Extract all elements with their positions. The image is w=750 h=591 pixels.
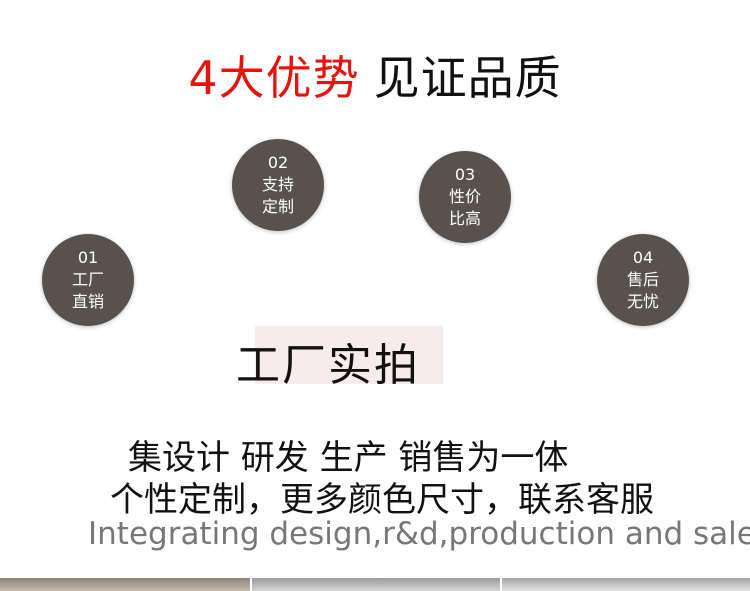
circle-line1: 性价 [448, 187, 481, 206]
circle-line2: 比高 [448, 209, 481, 228]
advantage-circle-2: 02 支持 定制 [232, 139, 324, 231]
circle-number: 02 [267, 153, 289, 172]
factory-title-highlight [255, 326, 443, 384]
factory-title: 工厂实拍 [236, 340, 420, 391]
circle-number: 03 [454, 165, 476, 184]
advantage-circle-1: 01 工厂 直销 [42, 234, 134, 326]
intro-line-english: Integrating design,r&d,production and sa… [88, 516, 750, 552]
circle-line2: 无忧 [626, 292, 659, 311]
circle-line1: 工厂 [71, 270, 104, 289]
circle-line1: 售后 [626, 270, 659, 289]
advantage-circle-3: 03 性价 比高 [419, 151, 511, 243]
circle-line2: 定制 [261, 197, 294, 216]
factory-photo-2 [252, 578, 500, 591]
headline-dark: 见证品质 [373, 51, 562, 105]
circle-number: 04 [632, 248, 654, 267]
headline-accent: 4大优势 [188, 51, 360, 105]
factory-photo-3 [502, 578, 750, 591]
circle-line1: 支持 [261, 175, 294, 194]
factory-photo-1 [0, 578, 250, 591]
intro-line-2: 个性定制，更多颜色尺寸，联系客服 [110, 480, 654, 520]
intro-line-1: 集设计 研发 生产 销售为一体 [128, 438, 569, 478]
circle-number: 01 [77, 248, 99, 267]
headline: 4大优势见证品质 [0, 48, 750, 108]
advantage-circle-4: 04 售后 无忧 [597, 234, 689, 326]
circle-line2: 直销 [71, 292, 104, 311]
